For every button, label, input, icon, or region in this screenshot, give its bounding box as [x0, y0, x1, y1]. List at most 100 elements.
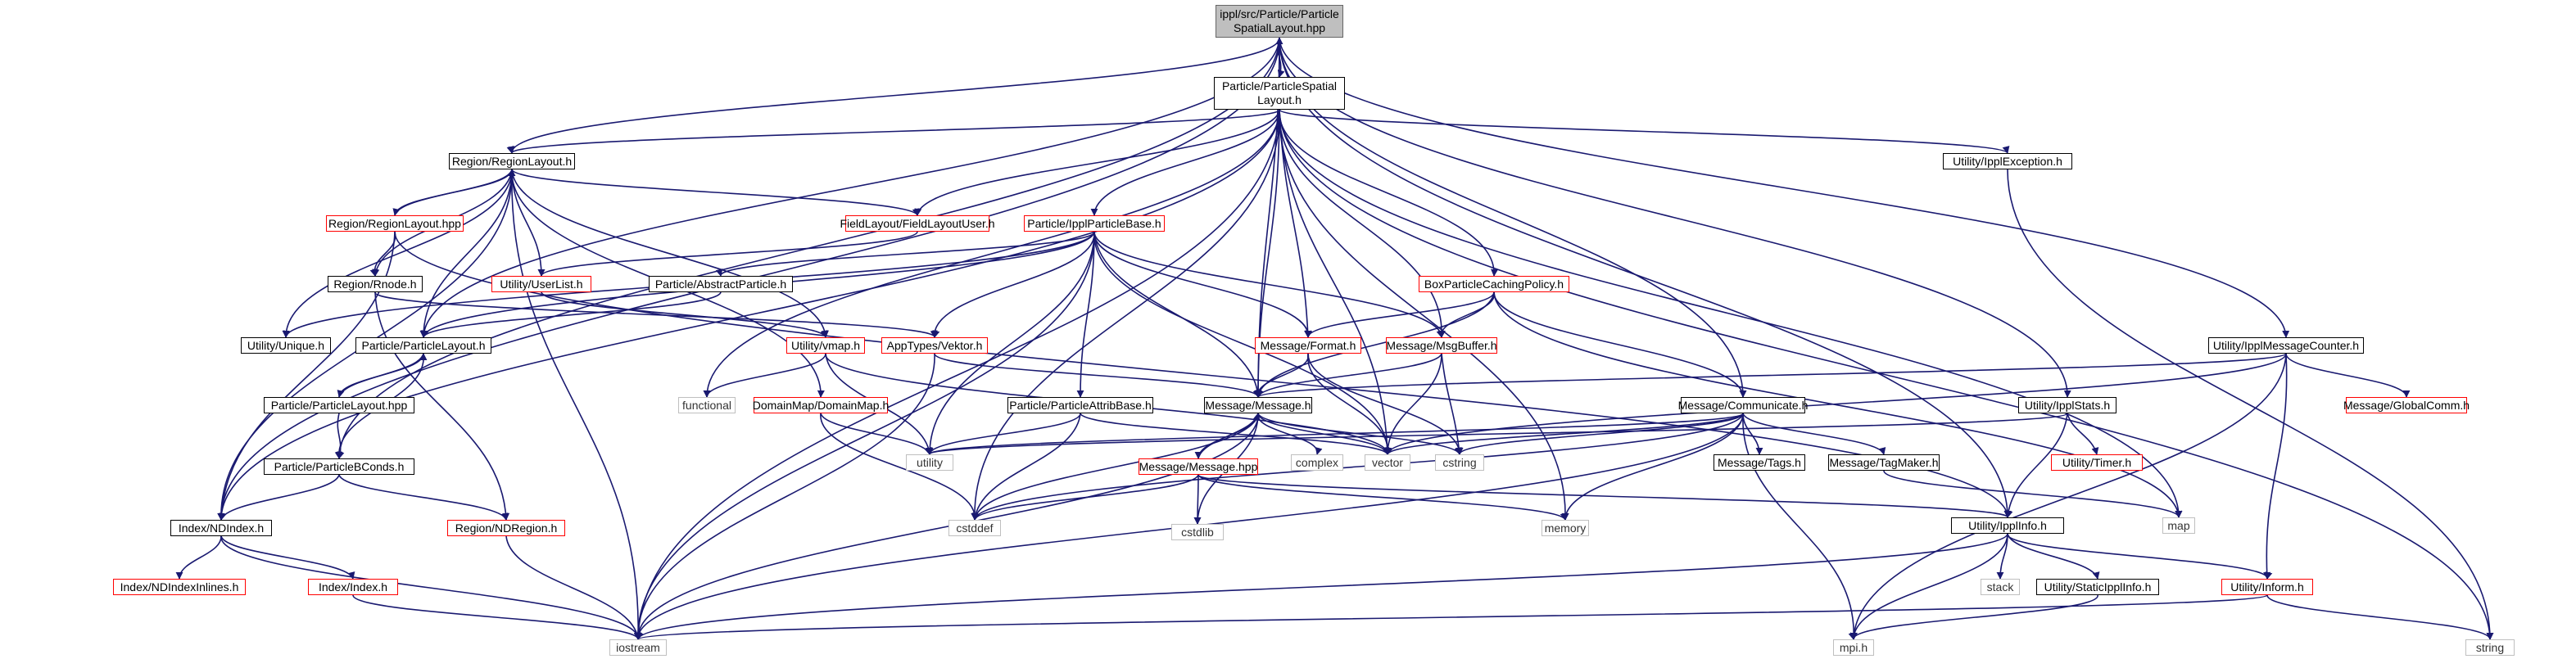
node-message-h[interactable]: Message/Message.h	[1204, 397, 1312, 413]
node-msg-buffer-h[interactable]: Message/MsgBuffer.h	[1386, 337, 1497, 354]
include-edge-communicate_h-to-utility	[924, 413, 1744, 455]
include-edge-domainmap_h-to-utility	[820, 413, 932, 455]
node-memory: memory	[1542, 520, 1589, 536]
include-edge-psl_h-to-string	[1279, 109, 2494, 640]
node-global-comm-h[interactable]: Message/GlobalComm.h	[2343, 397, 2470, 413]
include-edge-ndregion_h-to-iostream	[505, 535, 641, 640]
node-ippl-info-h[interactable]: Utility/IpplInfo.h	[1951, 517, 2064, 534]
node-timer-h[interactable]: Utility/Timer.h	[2051, 454, 2143, 471]
node-particle-spatial-layout-h[interactable]: Particle/ParticleSpatial Layout.h	[1214, 77, 1345, 110]
include-edge-ipplmessagecounter_h-to-mpi_h	[1849, 353, 2287, 640]
include-edge-ipplmessagecounter_h-to-globalcomm_h	[2285, 353, 2411, 398]
node-string: string	[2465, 639, 2515, 656]
include-edge-message_h-to-iostream	[634, 413, 1259, 640]
node-region-layout-h[interactable]: Region/RegionLayout.h	[449, 153, 575, 169]
node-cstddef: cstddef	[948, 520, 1001, 536]
include-edge-message_hpp-to-cstdlib	[1193, 474, 1202, 525]
include-edge-rnode_h-to-apptypes_vektor_h	[374, 291, 940, 338]
include-edge-ndindex_h-to-ndindexinlines_h	[175, 535, 222, 580]
include-edge-ndindex_h-to-index_h	[220, 535, 355, 580]
include-edge-boxparticlecaching_h-to-message_h	[1255, 291, 1495, 398]
include-edge-ipplinfo_h-to-inform_h	[2007, 533, 2273, 580]
include-edge-ipplparticlebase_h-to-particleattribbase_h	[1076, 231, 1095, 398]
include-edge-regionlayout_h-to-unique_h	[282, 169, 513, 338]
node-cstring: cstring	[1435, 454, 1484, 471]
node-message-format-h[interactable]: Message/Format.h	[1255, 337, 1361, 354]
include-edge-communicate_h-to-mpi_h	[1742, 413, 1858, 640]
node-particle-layout-hpp[interactable]: Particle/ParticleLayout.hpp	[264, 397, 414, 413]
include-edge-apptypes_vektor_h-to-iostream	[634, 353, 935, 640]
include-edge-message_hpp-to-cstddef	[972, 474, 1199, 521]
include-edge-communicate_h-to-memory	[1561, 413, 1744, 521]
include-edge-ipplmessagecounter_h-to-vector	[1383, 353, 2287, 455]
node-particle-layout-h[interactable]: Particle/ParticleLayout.h	[355, 337, 491, 354]
node-ippl-stats-h[interactable]: Utility/IpplStats.h	[2018, 397, 2116, 413]
include-edge-ipplinfo_h-to-mpi_h	[1849, 533, 2008, 640]
include-edge-communicate_h-to-tagmaker_h	[1742, 413, 1886, 455]
node-tag-maker-h[interactable]: Message/TagMaker.h	[1828, 454, 1940, 471]
include-edge-msgbuffer_h-to-message_h	[1256, 353, 1442, 398]
include-edge-psl_h-to-ndindex_h	[217, 109, 1280, 521]
include-edge-regionlayout_hpp-to-ndindex_h	[217, 231, 396, 521]
node-ippl-particle-base-h[interactable]: Particle/IpplParticleBase.h	[1024, 215, 1165, 232]
node-unique-h[interactable]: Utility/Unique.h	[241, 337, 331, 354]
include-edge-msgbuffer_h-to-cstring	[1441, 353, 1463, 455]
node-communicate-h[interactable]: Message/Communicate.h	[1678, 397, 1808, 413]
include-edge-psl_h-to-map	[1279, 109, 2183, 518]
node-message-hpp[interactable]: Message/Message.hpp	[1139, 458, 1258, 475]
include-edge-psl_h-to-cstddef	[971, 109, 1280, 521]
include-edge-boxparticlecaching_h-to-msgbuffer_h	[1436, 291, 1495, 338]
include-edge-boxparticlecaching_h-to-map	[1493, 291, 2183, 518]
include-edge-regionlayout_hpp-to-regionlayout_h	[394, 169, 516, 216]
node-region-layout-hpp[interactable]: Region/RegionLayout.hpp	[326, 215, 464, 232]
node-vmap-h[interactable]: Utility/vmap.h	[786, 337, 865, 354]
node-particle-bconds-h[interactable]: Particle/ParticleBConds.h	[264, 458, 414, 475]
include-edge-ipplparticlebase_h-to-vector	[1093, 231, 1392, 455]
node-vektor-h[interactable]: AppTypes/Vektor.h	[881, 337, 988, 354]
node-field-layout-user-h[interactable]: FieldLayout/FieldLayoutUser.h	[840, 215, 995, 232]
include-edge-regionlayout_h-to-vmap_h	[511, 169, 829, 338]
include-edge-psl_h-to-ipplexception_h	[1279, 109, 2010, 154]
include-edge-root-to-ipplinfo_h	[1279, 37, 2012, 518]
node-domain-map-h[interactable]: DomainMap/DomainMap.h	[753, 397, 889, 413]
node-nd-region-h[interactable]: Region/NDRegion.h	[447, 520, 565, 536]
include-edge-rnode_h-to-ndregion_h	[374, 291, 510, 521]
include-edge-ndindex_h-to-iostream	[220, 535, 643, 640]
node-ippl-message-counter-h[interactable]: Utility/IpplMessageCounter.h	[2208, 337, 2364, 354]
node-index-h[interactable]: Index/Index.h	[308, 579, 398, 595]
node-abstract-particle-h[interactable]: Particle/AbstractParticle.h	[649, 276, 793, 292]
include-edge-ipplmessagecounter_h-to-message_h	[1256, 353, 2287, 398]
node-user-list-h[interactable]: Utility/UserList.h	[491, 276, 591, 292]
node-inform-h[interactable]: Utility/Inform.h	[2221, 579, 2313, 595]
include-edge-boxparticlecaching_h-to-communicate_h	[1493, 291, 1747, 398]
include-edge-psl_h-to-vector	[1279, 109, 1392, 455]
include-edge-ipplstats_h-to-utility	[926, 413, 2068, 455]
include-edge-abstractparticle_h-to-particlelayout_h	[421, 291, 722, 338]
include-edge-ipplinfo_h-to-staticipplinfo_h	[2007, 533, 2100, 580]
include-edge-particlebconds_h-to-ndindex_h	[219, 474, 340, 521]
node-tags-h[interactable]: Message/Tags.h	[1714, 454, 1805, 471]
node-nd-index-h[interactable]: Index/NDIndex.h	[170, 520, 272, 536]
node-functional: functional	[678, 397, 736, 413]
include-edge-particleattribbase_h-to-utility	[926, 413, 1081, 455]
node-rnode-h[interactable]: Region/Rnode.h	[328, 276, 423, 292]
node-particle-attrib-base-h[interactable]: Particle/ParticleAttribBase.h	[1007, 397, 1153, 413]
include-edge-fieldlayoutuser_h-to-userlist_h	[537, 231, 918, 277]
include-edge-message_h-to-complex	[1257, 413, 1323, 455]
node-static-ippl-info-h[interactable]: Utility/StaticIpplInfo.h	[2036, 579, 2159, 595]
include-edge-communicate_h-to-vector	[1385, 413, 1744, 455]
include-edge-psl_h-to-memory	[1279, 109, 1569, 521]
include-edge-particlelayout_hpp-to-particlebconds_h	[337, 413, 345, 459]
include-edge-ipplstats_h-to-ipplinfo_h	[2004, 413, 2068, 518]
node-ippl-exception-h[interactable]: Utility/IpplException.h	[1943, 153, 2072, 169]
node-nd-index-inlines-h[interactable]: Index/NDIndexInlines.h	[113, 579, 246, 595]
include-edge-psl_h-to-iostream	[634, 109, 1280, 640]
include-edge-psl_h-to-msgbuffer_h	[1279, 109, 1446, 338]
include-edge-inform_h-to-iostream	[636, 594, 2268, 640]
node-box-particle-caching-policy-h[interactable]: BoxParticleCachingPolicy.h	[1419, 276, 1569, 292]
include-edge-index_h-to-iostream	[352, 594, 642, 640]
include-edge-psl_h-to-fieldlayoutuser_h	[914, 109, 1280, 216]
include-edge-message_format_h-to-cstring	[1307, 353, 1464, 455]
include-edge-particlelayout_hpp-to-particlelayout_h	[338, 353, 428, 398]
